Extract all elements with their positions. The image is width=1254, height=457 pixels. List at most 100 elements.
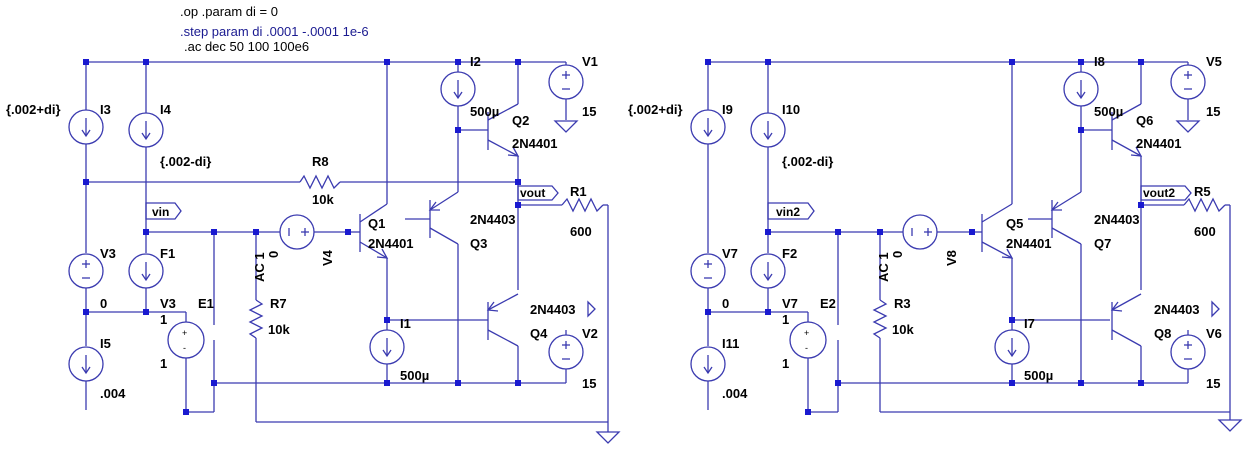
F1-symbol xyxy=(128,253,164,289)
V6-name: V6 xyxy=(1206,326,1222,341)
ground-icon xyxy=(596,431,620,444)
I4-name: I4 xyxy=(160,102,172,117)
E1-gain: 1 xyxy=(160,356,167,371)
I2-symbol xyxy=(440,71,476,107)
V2-value: 15 xyxy=(582,376,596,391)
I10-name: I10 xyxy=(782,102,800,117)
V8-name: V8 xyxy=(944,250,959,266)
F2-name: F2 xyxy=(782,246,797,261)
I1-symbol xyxy=(369,329,405,365)
I10-symbol xyxy=(750,112,786,148)
V1-value: 15 xyxy=(582,104,596,119)
Q5-model: 2N4401 xyxy=(1006,236,1052,251)
R1-value: 600 xyxy=(570,224,592,239)
V7-value: 0 xyxy=(722,296,729,311)
I8-value: 500µ xyxy=(1094,104,1123,119)
I3-value: {.002+di} xyxy=(6,102,61,117)
Q7-name: Q7 xyxy=(1094,236,1111,251)
I3-symbol xyxy=(68,109,104,145)
I9-value: {.002+di} xyxy=(628,102,683,117)
V2-symbol xyxy=(548,334,584,370)
I5-name: I5 xyxy=(100,336,111,351)
junctions-right xyxy=(705,59,1144,415)
step-directive: .step param di .0001 -.0001 1e-6 xyxy=(180,24,369,39)
junctions-left xyxy=(83,59,521,415)
left-circuit xyxy=(68,59,620,444)
Q3-name: Q3 xyxy=(470,236,487,251)
E1-symbol xyxy=(167,321,205,359)
I9-name: I9 xyxy=(722,102,733,117)
I11-symbol xyxy=(690,346,726,382)
V6-value: 15 xyxy=(1206,376,1220,391)
ground-icon xyxy=(1176,120,1200,133)
net-flag-v6 xyxy=(1211,300,1220,318)
net-flag-vin xyxy=(145,202,182,220)
F2-gain: 1 xyxy=(782,312,789,327)
I2-value: 500µ xyxy=(470,104,499,119)
R3-name: R3 xyxy=(894,296,911,311)
ac-directive: .ac dec 50 100 100e6 xyxy=(184,39,309,54)
Q5-name: Q5 xyxy=(1006,216,1023,231)
F1-gain: 1 xyxy=(160,312,167,327)
V2-name: V2 xyxy=(582,326,598,341)
I1-value: 500µ xyxy=(400,368,429,383)
V3-value: 0 xyxy=(100,296,107,311)
V5-value: 15 xyxy=(1206,104,1220,119)
Q6-model: 2N4401 xyxy=(1136,136,1182,151)
net-flag-vin2 xyxy=(767,202,815,220)
R5-value: 600 xyxy=(1194,224,1216,239)
net-vin-label: vin xyxy=(152,205,169,219)
Q4-model: 2N4403 xyxy=(530,302,576,317)
I4-value: {.002-di} xyxy=(160,154,211,169)
V8-symbol xyxy=(902,214,938,250)
E2-gain: 1 xyxy=(782,356,789,371)
right-circuit xyxy=(690,59,1242,432)
I7-symbol xyxy=(994,329,1030,365)
net-flag-vout xyxy=(517,185,559,201)
E2-symbol xyxy=(789,321,827,359)
V3-symbol xyxy=(68,253,104,289)
I5-value: .004 xyxy=(100,386,126,401)
E2-name: E2 xyxy=(820,296,836,311)
I10-value: {.002-di} xyxy=(782,154,833,169)
ac-zero-label: 0 xyxy=(266,251,281,258)
Q2-model: 2N4401 xyxy=(512,136,558,151)
R7-name: R7 xyxy=(270,296,287,311)
I7-value: 500µ xyxy=(1024,368,1053,383)
I3-name: I3 xyxy=(100,102,111,117)
Q1-name: Q1 xyxy=(368,216,385,231)
I4-symbol xyxy=(128,112,164,148)
V4-symbol xyxy=(279,214,315,250)
net-flag-vout2 xyxy=(1140,185,1192,201)
F2-ref: V7 xyxy=(782,296,798,311)
V1-name: V1 xyxy=(582,54,598,69)
ac-zero-label-2: 0 xyxy=(890,251,905,258)
ground-icon xyxy=(1218,419,1242,432)
Q3-model: 2N4403 xyxy=(470,212,516,227)
R7-value: 10k xyxy=(268,322,290,337)
I8-symbol xyxy=(1063,71,1099,107)
F1-name: F1 xyxy=(160,246,175,261)
ac-source-label-2: AC 1 xyxy=(876,252,891,282)
I2-name: I2 xyxy=(470,54,481,69)
R8-name: R8 xyxy=(312,154,329,169)
Q6-name: Q6 xyxy=(1136,113,1153,128)
V4-name: V4 xyxy=(320,249,335,266)
F1-ref: V3 xyxy=(160,296,176,311)
V5-name: V5 xyxy=(1206,54,1222,69)
net-vin2-label: vin2 xyxy=(776,205,800,219)
net-vout2-label: vout2 xyxy=(1143,186,1175,200)
R5-name: R5 xyxy=(1194,184,1211,199)
Q8-model: 2N4403 xyxy=(1154,302,1200,317)
I7-name: I7 xyxy=(1024,316,1035,331)
net-vout-label: vout xyxy=(520,186,545,200)
Q2-name: Q2 xyxy=(512,113,529,128)
V7-name: V7 xyxy=(722,246,738,261)
R1-name: R1 xyxy=(570,184,587,199)
V3-name: V3 xyxy=(100,246,116,261)
I5-symbol xyxy=(68,346,104,382)
F2-symbol xyxy=(750,253,786,289)
I8-name: I8 xyxy=(1094,54,1105,69)
R3-value: 10k xyxy=(892,322,914,337)
